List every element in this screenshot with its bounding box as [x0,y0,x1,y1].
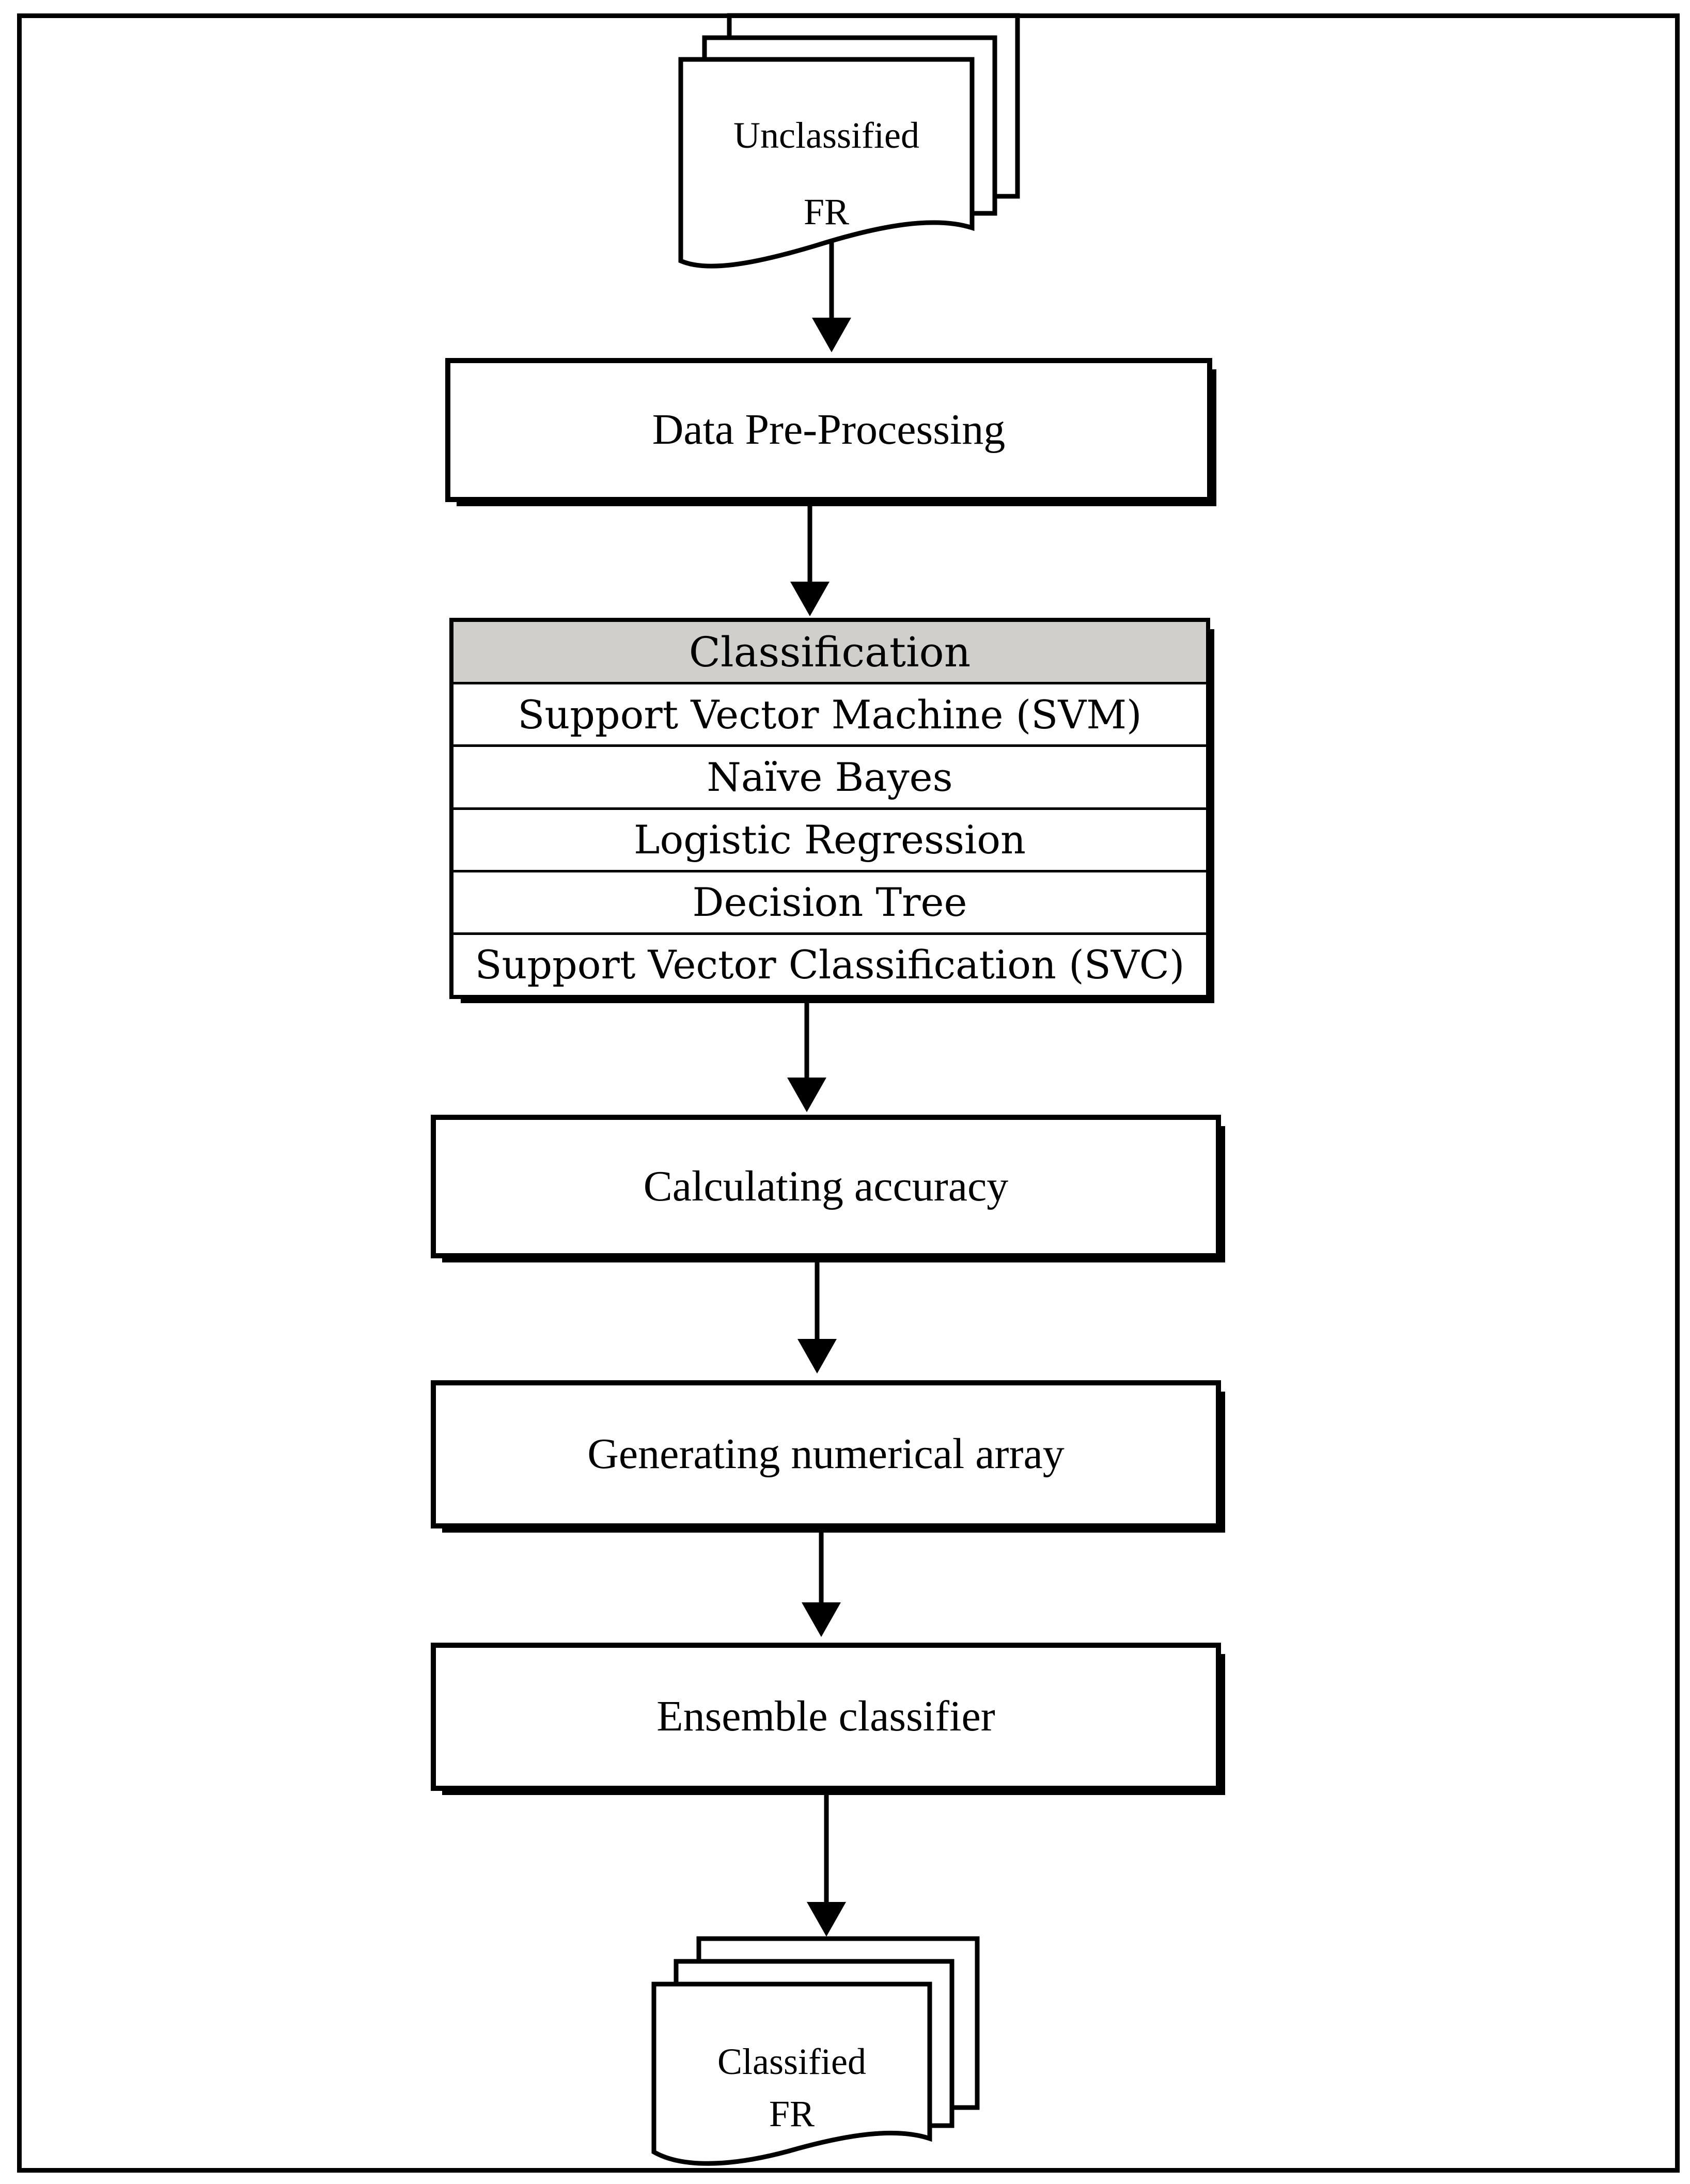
arrow-classification-to-calculate [787,1003,826,1112]
unclassified-document-stack [678,13,1020,269]
classification-row-svc: Support Vector Classification (SVC) [453,934,1206,995]
arrow-generate-to-ensemble [802,1531,841,1637]
classification-row-svm-label: Support Vector Machine (SVM) [518,691,1142,738]
ensemble-classifier-box: Ensemble classifier [431,1643,1221,1791]
arrow-calculate-to-generate [797,1261,837,1374]
arrow-unclassified-to-preprocess [812,242,851,352]
generate-array-label: Generating numerical array [587,1430,1065,1478]
calculate-accuracy-box: Calculating accuracy [431,1115,1221,1258]
unclassified-doc-label-line1: Unclassified [733,115,919,156]
unclassified-doc-label-line2: FR [803,191,850,232]
classification-table: Classification Support Vector Machine (S… [449,618,1210,999]
unclassified-doc-front-sheet [678,57,975,269]
classification-row-decision-tree-label: Decision Tree [692,879,967,926]
generate-array-box: Generating numerical array [431,1380,1221,1528]
classification-row-naive-bayes: Naïve Bayes [453,747,1206,810]
classification-row-naive-bayes-label: Naïve Bayes [707,754,953,800]
classification-row-decision-tree: Decision Tree [453,872,1206,935]
arrow-ensemble-to-classified [807,1793,846,1937]
preprocess-label: Data Pre-Processing [652,405,1006,454]
classification-header-label: Classification [688,628,971,676]
ensemble-classifier-label: Ensemble classifier [656,1692,995,1741]
classified-doc-label-line2: FR [769,2093,815,2134]
classification-header-row: Classification [453,622,1206,685]
arrow-preprocess-to-classification [790,505,830,616]
classification-row-svm: Support Vector Machine (SVM) [453,684,1206,747]
classification-row-logistic-regression-label: Logistic Regression [634,817,1026,863]
classified-document-stack [651,1936,980,2166]
classification-row-svc-label: Support Vector Classification (SVC) [475,942,1185,988]
calculate-accuracy-label: Calculating accuracy [643,1162,1009,1210]
classification-row-logistic-regression: Logistic Regression [453,809,1206,872]
preprocess-box: Data Pre-Processing [445,358,1212,502]
classified-doc-front-sheet [651,1982,932,2166]
classified-doc-label-line1: Classified [717,2041,866,2082]
